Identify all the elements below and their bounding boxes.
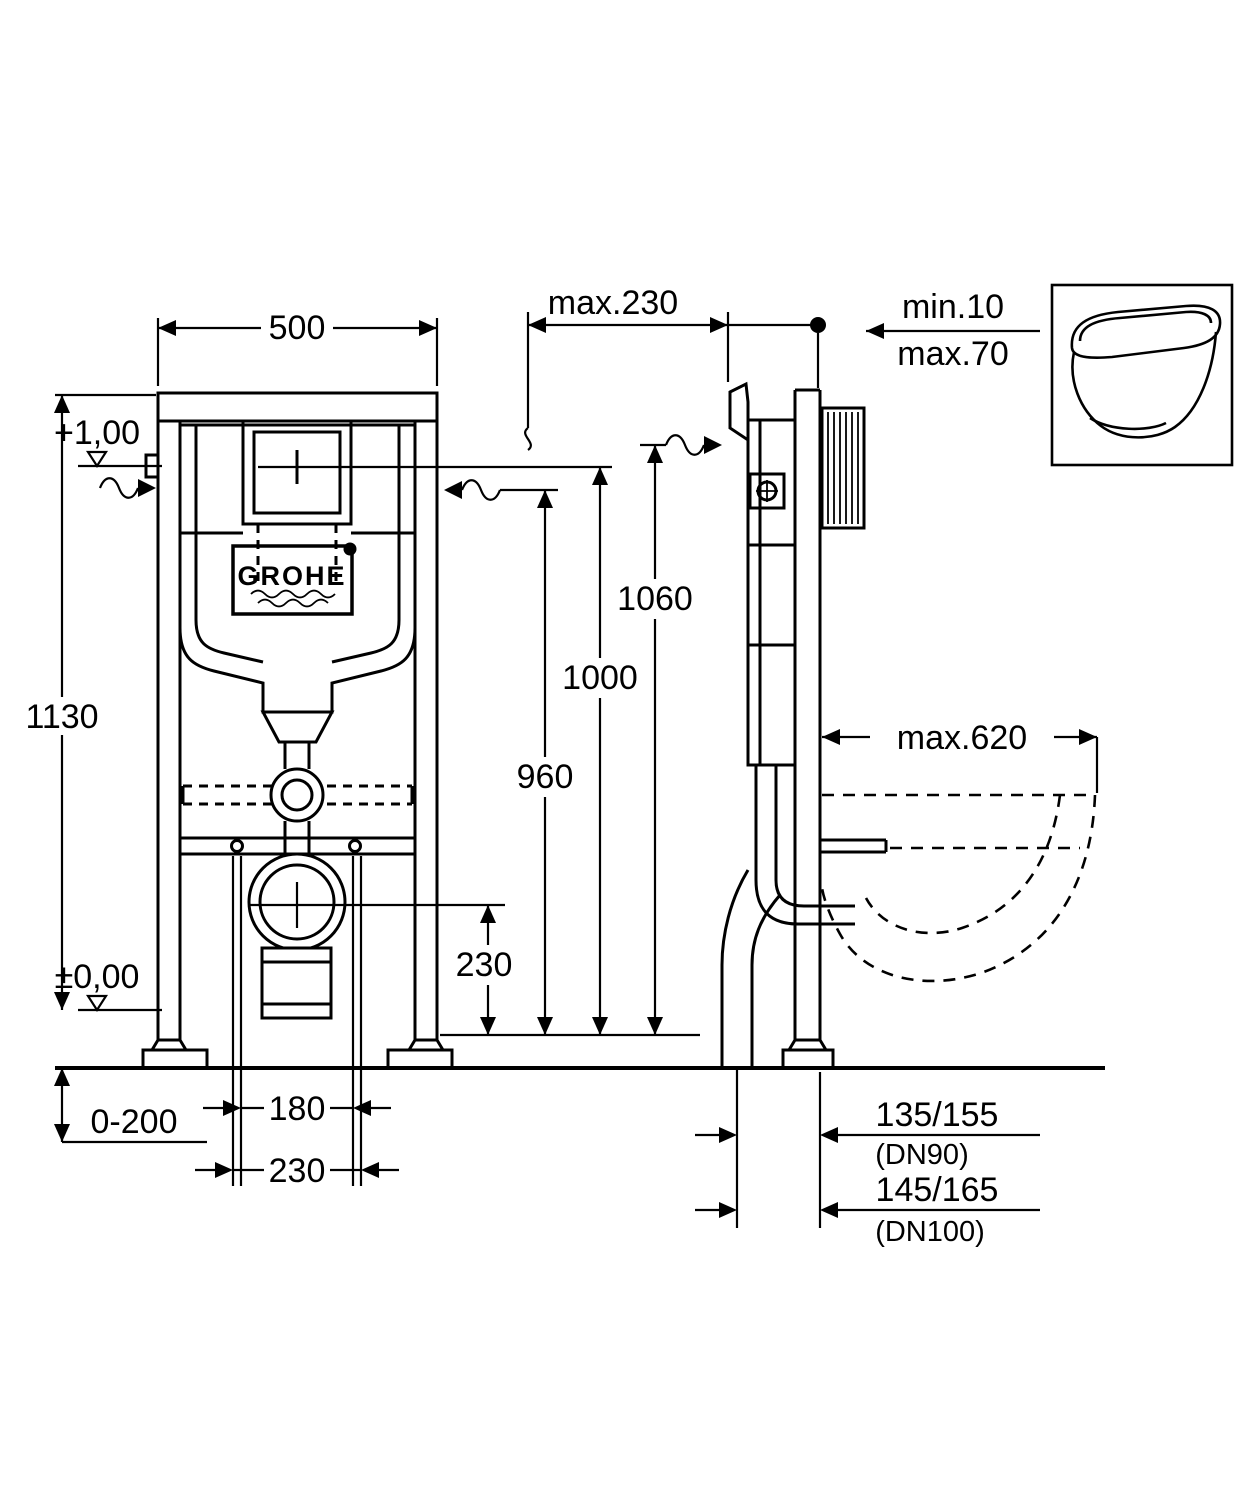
label-dn100: (DN100) — [875, 1216, 985, 1248]
inset-box — [1050, 283, 1234, 467]
wall-break-arrow-left — [98, 477, 156, 499]
fixing-bolt-left — [230, 839, 244, 853]
wall-break-arrow-side — [664, 434, 722, 456]
dim-frame-width: 500 — [269, 309, 326, 347]
dim-depth-lines — [524, 312, 820, 451]
wall-break-arrow-right — [444, 479, 502, 501]
level-triangle-zero — [85, 994, 109, 1013]
threaded-wall-sleeve — [820, 406, 866, 530]
level-marker-zero: ±0,00 — [55, 958, 140, 996]
registered-mark-dot — [343, 542, 357, 556]
wall-hung-toilet-inset — [1050, 283, 1234, 467]
dim-frame-height: 1130 — [25, 698, 98, 736]
dim-wall-finish-min: min.10 — [902, 288, 1004, 326]
dimensions: 500 1130 +1,00 ±0,00 0-200 — [21, 284, 1099, 1248]
dim-height-1060: 1060 — [617, 580, 693, 618]
dim-fixing-spacing: 180 — [269, 1090, 326, 1128]
side-view-frame — [720, 381, 888, 1070]
fixing-block — [748, 472, 786, 510]
logo-wave-2 — [257, 598, 329, 608]
dim-wall-finish-max: max.70 — [897, 335, 1009, 373]
dim-connection-spacing: 230 — [269, 1152, 326, 1190]
fixing-bolt-right — [348, 839, 362, 853]
dim-drain-offset-dn100: 145/165 — [876, 1171, 999, 1209]
dim-feet-adjust: 0-200 — [91, 1103, 178, 1141]
flush-plate — [241, 419, 353, 526]
dim-height-1000: 1000 — [562, 659, 638, 697]
dim-height-960: 960 — [517, 758, 574, 796]
wall-plane-dot — [810, 317, 826, 333]
wall-hung-bowl-outline — [820, 793, 1097, 983]
level-triangle-top — [85, 450, 109, 469]
toilet-icon — [1070, 304, 1222, 439]
grohe-logo: GROHE — [231, 542, 357, 616]
dim-bowl-projection-max: max.620 — [897, 719, 1027, 757]
level-marker-top: +1,00 — [54, 414, 140, 452]
dim-drain-offset-dn90: 135/155 — [876, 1096, 999, 1134]
logo-wave-1 — [250, 589, 336, 599]
dim-frame-depth-max: max.230 — [548, 284, 678, 322]
dim-outlet-height: 230 — [456, 946, 513, 984]
brand-logo: GROHE — [237, 561, 346, 591]
label-dn90: (DN90) — [875, 1139, 968, 1171]
dim-drain-lines — [695, 1068, 1040, 1228]
flush-plate-bracket — [728, 381, 750, 443]
